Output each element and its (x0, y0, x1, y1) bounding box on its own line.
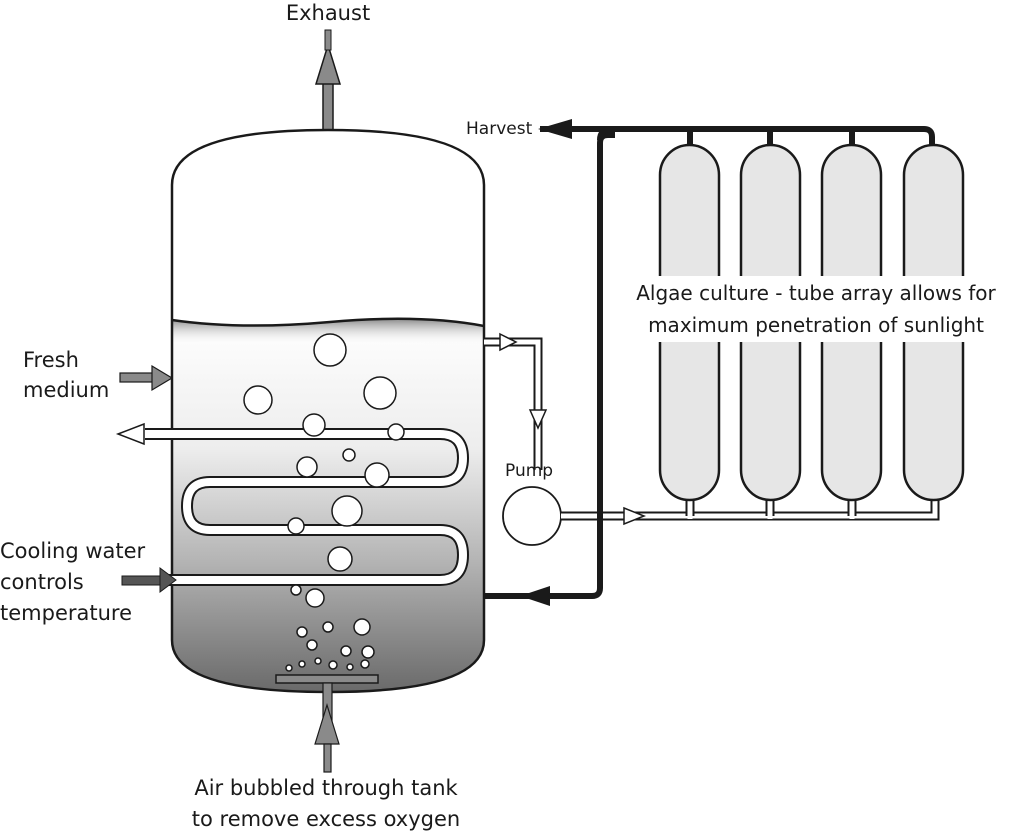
air-bubbled-label-line1: Air bubbled through tank (194, 776, 458, 800)
exhaust-arrow (314, 29, 342, 131)
tank-liquid (172, 318, 484, 692)
exhaust-label: Exhaust (285, 1, 371, 25)
harvest-arrow (538, 119, 572, 139)
liquid-surface (171, 317, 485, 328)
tank-outline (170, 128, 486, 694)
pump-label: Pump (505, 461, 554, 481)
fresh-medium-arrow (119, 364, 174, 392)
pump (502, 486, 562, 546)
algae-label-backdrop (618, 276, 1014, 342)
tank (170, 128, 486, 694)
fresh-medium-label-line1: Fresh (23, 348, 79, 372)
fresh-medium-label-line2: medium (23, 378, 110, 402)
cooling-inlet-arrow (121, 567, 177, 593)
tube-feed-line (561, 498, 940, 526)
air-sparger (275, 674, 379, 773)
cooling-water-label-line3: temperature (0, 601, 132, 625)
cooling-water-label-line2: controls (0, 570, 84, 594)
cooling-coil (145, 428, 469, 586)
air-bubbles (243, 333, 405, 672)
algae-culture-label-line2: maximum penetration of sunlight (648, 313, 984, 337)
pump-feed-line (484, 332, 548, 470)
cooling-water-label-line1: Cooling water (0, 539, 146, 563)
cooling-outlet-arrow (115, 422, 145, 446)
algae-culture-label-line1: Algae culture - tube array allows for (636, 281, 996, 305)
harvest-label: Harvest (466, 119, 533, 139)
return-arrow (520, 586, 550, 606)
air-bubbled-label-line2: to remove excess oxygen (191, 807, 461, 831)
